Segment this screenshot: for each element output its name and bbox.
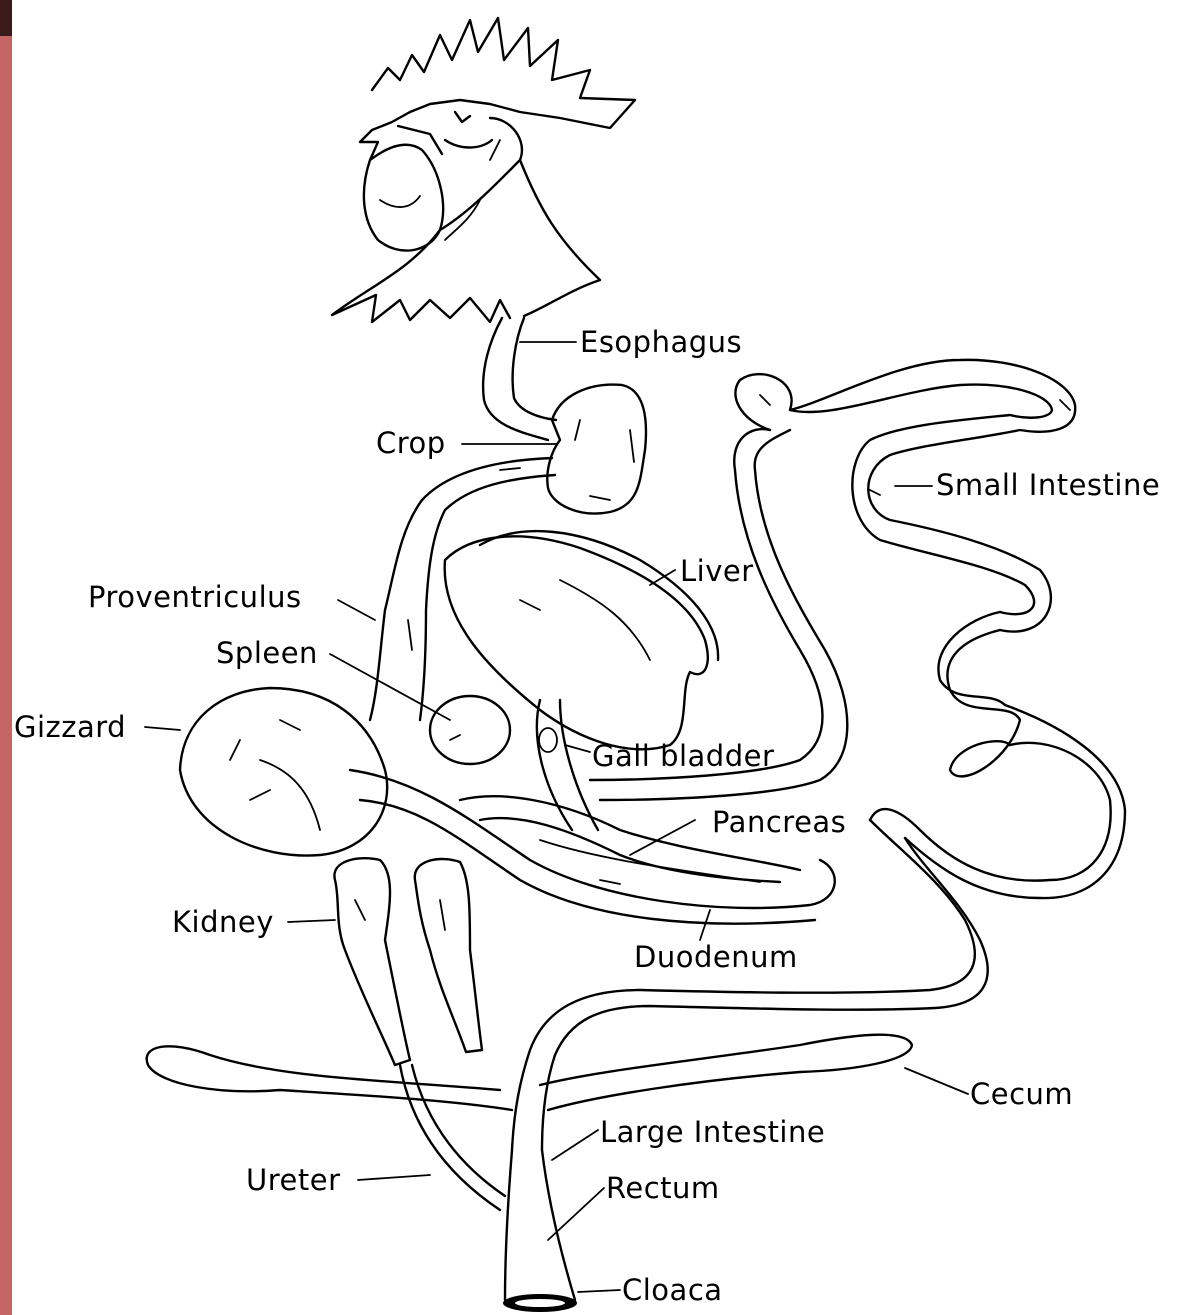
label-rectum: Rectum xyxy=(606,1171,720,1205)
label-cloaca: Cloaca xyxy=(622,1273,723,1307)
label-pancreas: Pancreas xyxy=(712,805,846,839)
label-ureter: Ureter xyxy=(246,1163,341,1197)
proventriculus-tube xyxy=(370,458,555,720)
rooster-head xyxy=(332,18,635,322)
label-kidney: Kidney xyxy=(172,905,274,939)
label-esophagus: Esophagus xyxy=(580,325,742,359)
label-spleen: Spleen xyxy=(216,636,318,670)
pancreas-organ xyxy=(540,840,760,884)
label-proventriculus: Proventriculus xyxy=(88,580,302,614)
cecum-organs xyxy=(147,1035,912,1110)
label-small-intestine: Small Intestine xyxy=(936,468,1160,502)
label-cecum: Cecum xyxy=(970,1077,1073,1111)
spleen-organ xyxy=(430,696,510,764)
label-large-intestine: Large Intestine xyxy=(600,1115,825,1149)
label-gall-bladder: Gall bladder xyxy=(592,739,774,773)
label-crop: Crop xyxy=(376,426,446,460)
label-gizzard: Gizzard xyxy=(14,710,126,744)
label-duodenum: Duodenum xyxy=(634,940,798,974)
crop-organ xyxy=(547,385,646,514)
cloaca-opening xyxy=(503,1294,577,1312)
kidney-organs xyxy=(334,858,482,1065)
label-liver: Liver xyxy=(680,554,754,588)
liver-organ xyxy=(445,531,718,749)
gall-bladder-organ xyxy=(537,700,598,830)
esophagus-tube xyxy=(483,318,556,440)
